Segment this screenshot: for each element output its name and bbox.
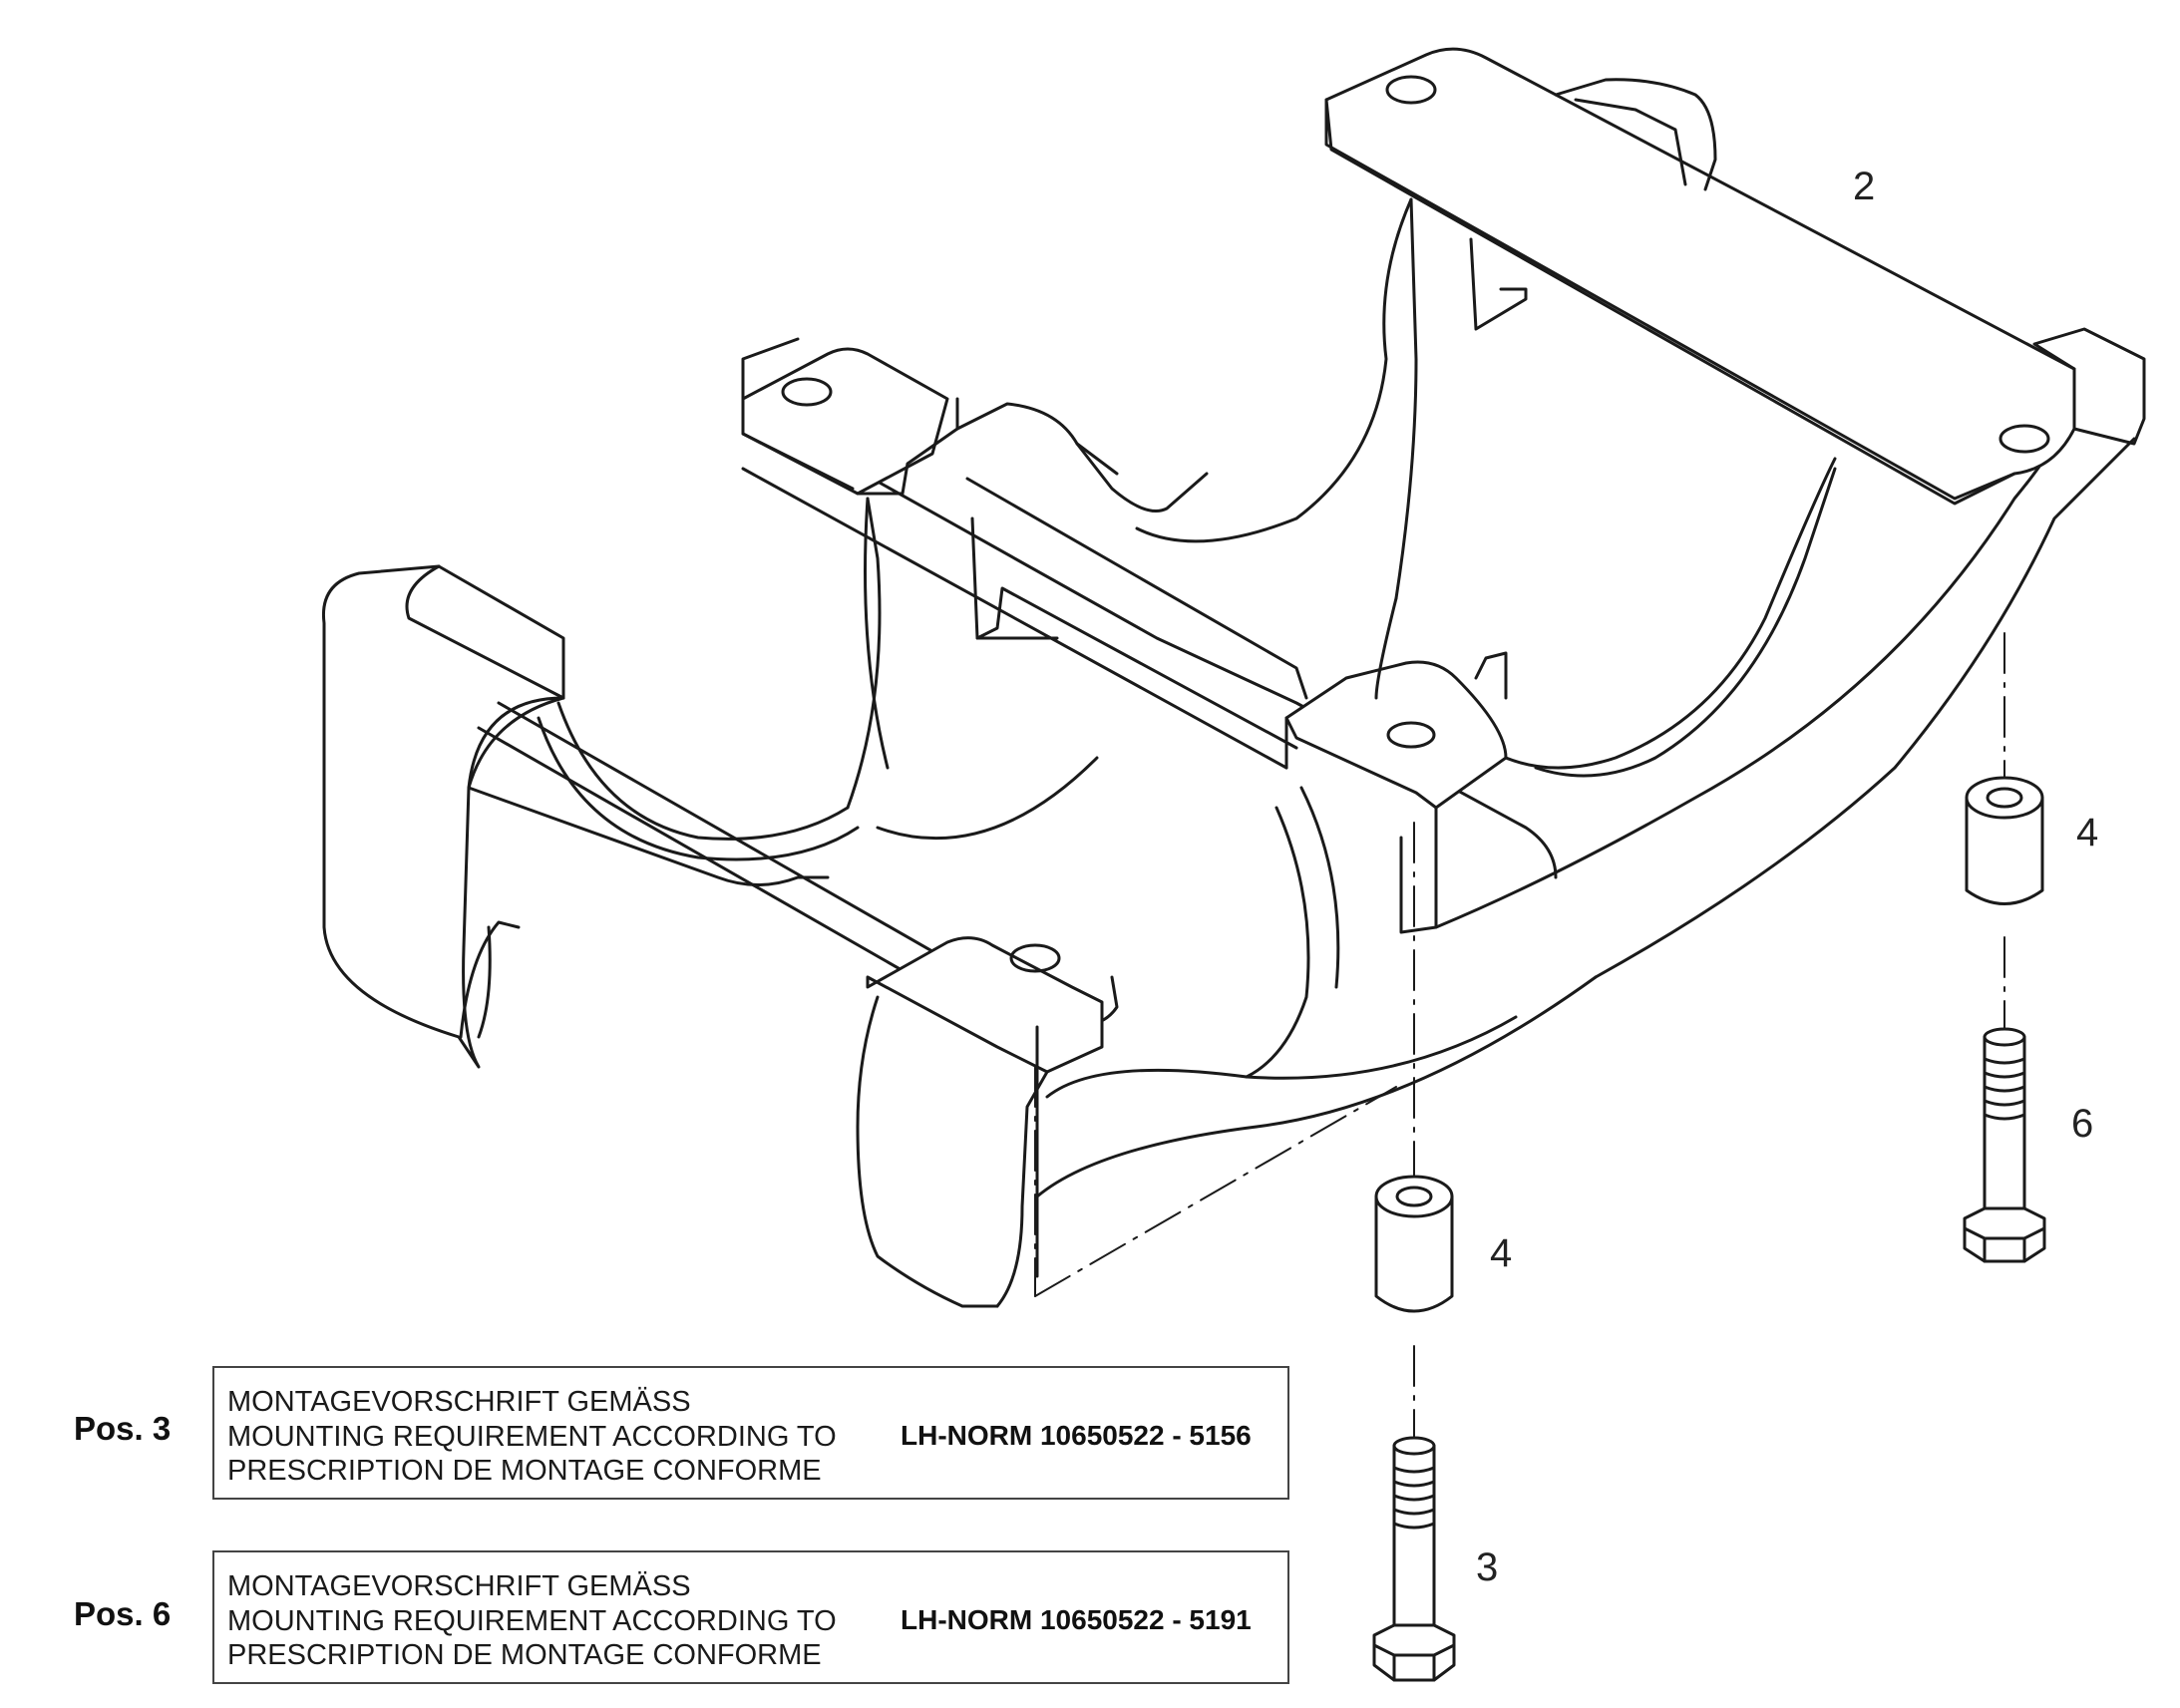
note-line-en: MOUNTING REQUIREMENT ACCORDING TO bbox=[227, 1420, 837, 1453]
note-line-en: MOUNTING REQUIREMENT ACCORDING TO bbox=[227, 1604, 837, 1637]
norm-reference: LH-NORM 10650522 - 5191 bbox=[901, 1604, 1252, 1635]
note-line-de: MONTAGEVORSCHRIFT GEMÄSS bbox=[227, 1386, 691, 1418]
pos-3-label: Pos. 3 bbox=[74, 1410, 172, 1447]
mounting-note-pos-6: MONTAGEVORSCHRIFT GEMÄSS MOUNTING REQUIR… bbox=[212, 1550, 1289, 1684]
note-line-fr: PRESCRIPTION DE MONTAGE CONFORME bbox=[227, 1639, 822, 1671]
bushing-right bbox=[1965, 776, 2044, 905]
callout-2: 2 bbox=[1853, 165, 1876, 208]
pos-6-label: Pos. 6 bbox=[74, 1595, 172, 1632]
norm-reference: LH-NORM 10650522 - 5156 bbox=[901, 1420, 1252, 1451]
callout-4-right: 4 bbox=[2076, 811, 2099, 854]
cradle-bracket bbox=[321, 47, 2146, 1308]
note-line-fr: PRESCRIPTION DE MONTAGE CONFORME bbox=[227, 1455, 822, 1487]
callout-3: 3 bbox=[1476, 1545, 1499, 1589]
callout-4-lower: 4 bbox=[1490, 1231, 1513, 1275]
bolt-pos-3 bbox=[1372, 1436, 1456, 1682]
note-line-de: MONTAGEVORSCHRIFT GEMÄSS bbox=[227, 1570, 691, 1602]
center-lines bbox=[1034, 632, 2005, 1447]
mounting-note-pos-3: MONTAGEVORSCHRIFT GEMÄSS MOUNTING REQUIR… bbox=[212, 1366, 1289, 1500]
callout-6: 6 bbox=[2071, 1102, 2094, 1146]
bushing-lower bbox=[1374, 1175, 1454, 1313]
bolt-pos-6 bbox=[1963, 1027, 2046, 1263]
